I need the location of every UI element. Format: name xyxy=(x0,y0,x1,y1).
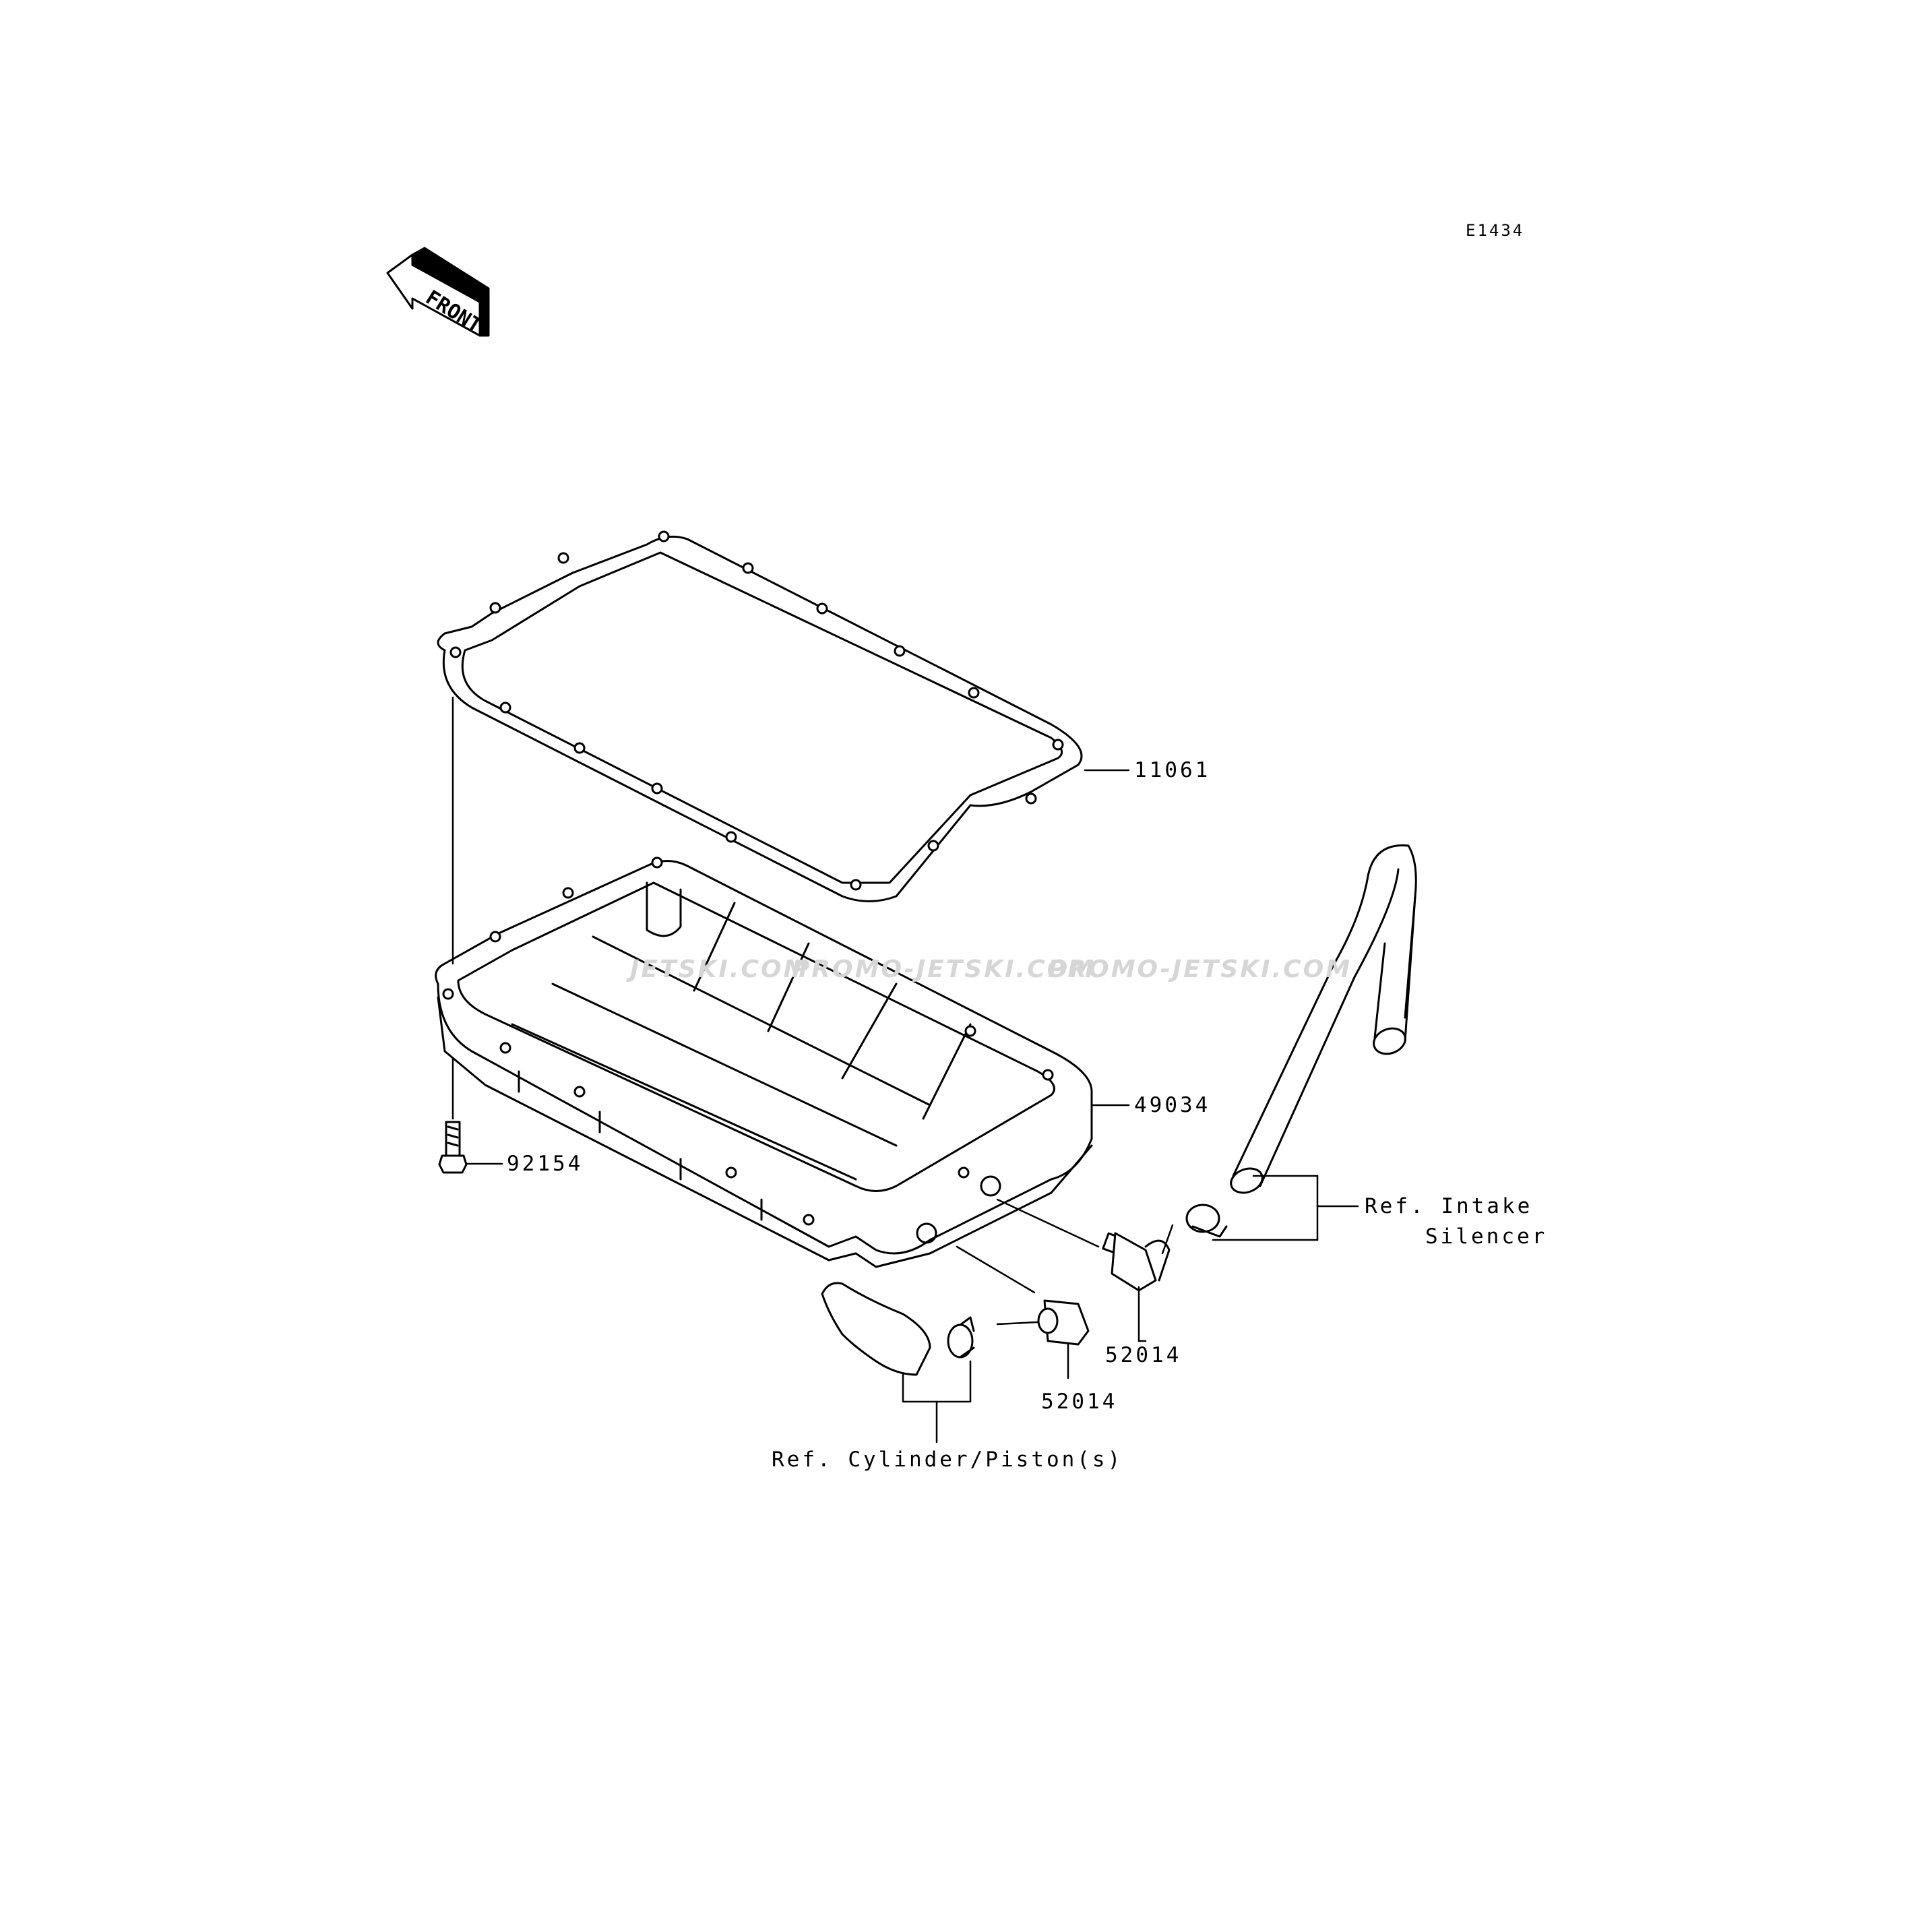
part-number-fitting-lower: 52014 xyxy=(1041,1390,1118,1414)
diagram-code: E1434 xyxy=(1466,221,1525,240)
intake-hose xyxy=(1230,844,1417,1194)
cylinder-hose xyxy=(821,1282,975,1443)
straight-fitting-lower xyxy=(956,1245,1090,1379)
intake-ref-bracket xyxy=(1212,1175,1359,1241)
ref-cylinder: Ref. Cylinder/Piston(s) xyxy=(772,1447,1123,1472)
oil-pan xyxy=(435,856,1093,1268)
watermark: JETSKI.COM xyxy=(630,956,810,983)
bolt xyxy=(438,696,468,1174)
leader-lines xyxy=(465,769,1130,1165)
part-number-gasket: 11061 xyxy=(1134,758,1211,782)
watermark: PROMO-JETSKI.COM xyxy=(1048,956,1352,983)
part-number-fitting-upper: 52014 xyxy=(1105,1343,1182,1367)
oil-pan-gasket xyxy=(437,530,1083,902)
part-number-oil-pan: 49034 xyxy=(1134,1093,1211,1117)
hose-clamp-upper xyxy=(1185,1204,1228,1238)
ref-intake-line2: Silencer xyxy=(1425,1224,1548,1249)
elbow-fitting-upper xyxy=(996,1198,1174,1342)
part-number-bolt: 92154 xyxy=(507,1152,584,1176)
front-arrow-icon: FRONT xyxy=(386,247,490,338)
watermark: PROMO-JETSKI.COM xyxy=(792,956,1096,983)
ref-intake-line1: Ref. Intake xyxy=(1365,1194,1533,1218)
